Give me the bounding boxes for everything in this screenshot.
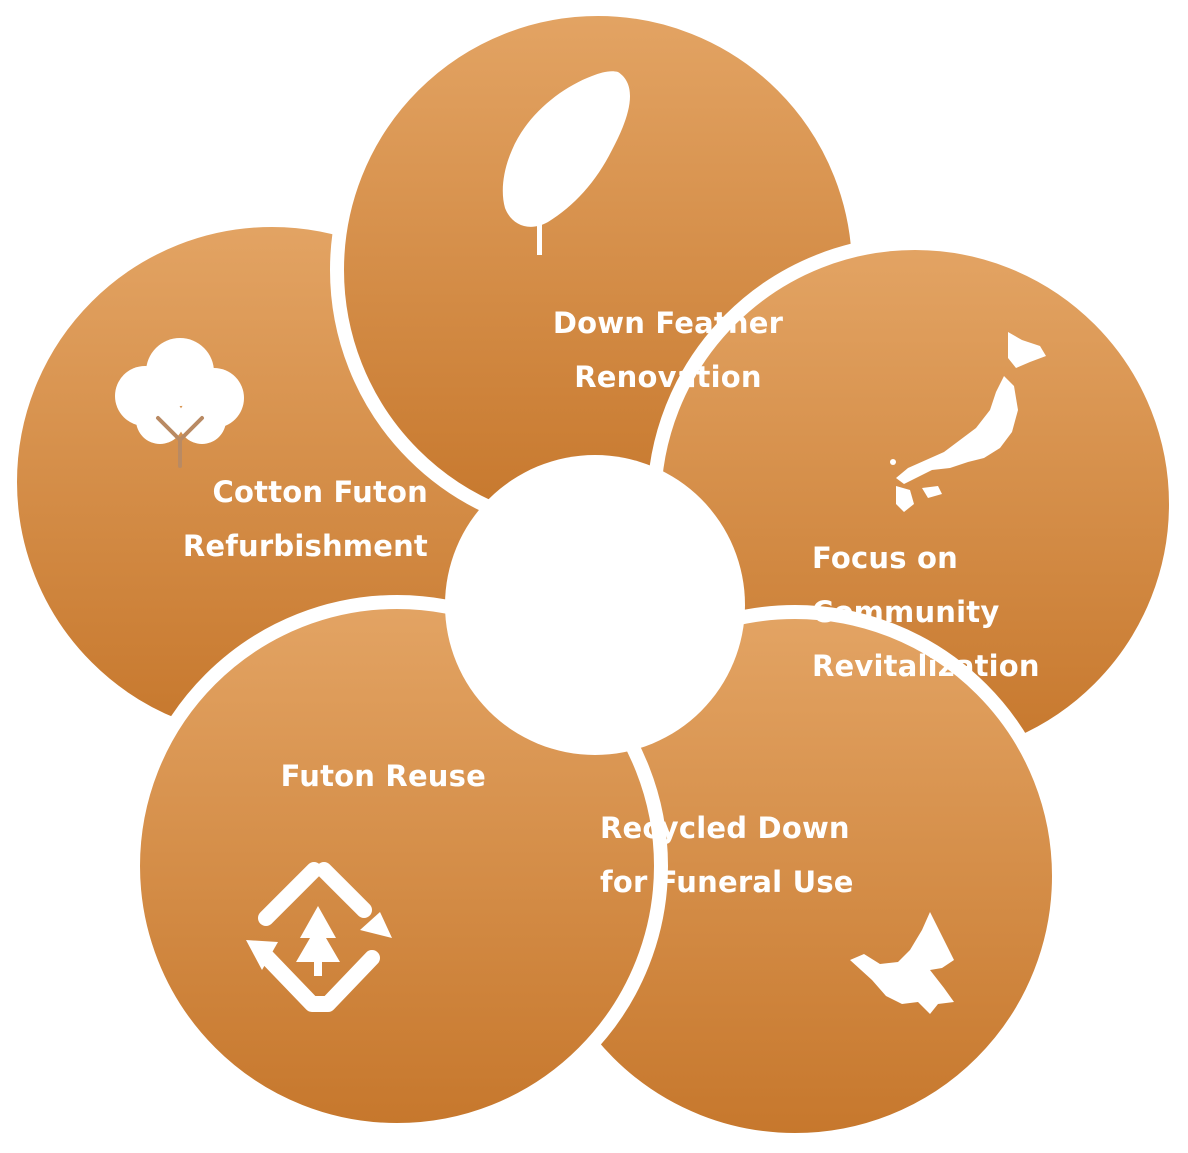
label-community: Focus on Community Revitalization	[812, 531, 1072, 693]
dove-icon	[850, 912, 954, 1014]
label-reuse: Futon Reuse	[230, 749, 486, 803]
cotton-icon	[115, 338, 244, 468]
recycle-tree-icon	[246, 862, 392, 1012]
center-circle	[445, 455, 745, 755]
label-line: Renovation	[574, 360, 762, 394]
label-line: Down Feather	[552, 306, 784, 340]
label-down-feather: Down Feather Renovation	[548, 296, 788, 404]
feather-icon	[502, 71, 631, 255]
label-line: for Funeral Use	[600, 865, 854, 899]
label-line: Community	[812, 595, 1000, 629]
label-line: Revitalization	[812, 649, 1040, 683]
label-line: Recycled Down	[600, 811, 850, 845]
label-line: Focus on	[812, 541, 958, 575]
japan-map-icon	[890, 332, 1046, 512]
label-line: Futon Reuse	[280, 759, 486, 793]
label-cotton: Cotton Futon Refurbishment	[178, 465, 428, 573]
label-line: Refurbishment	[182, 529, 428, 563]
label-line: Cotton Futon	[212, 475, 428, 509]
label-funeral: Recycled Down for Funeral Use	[600, 801, 880, 909]
